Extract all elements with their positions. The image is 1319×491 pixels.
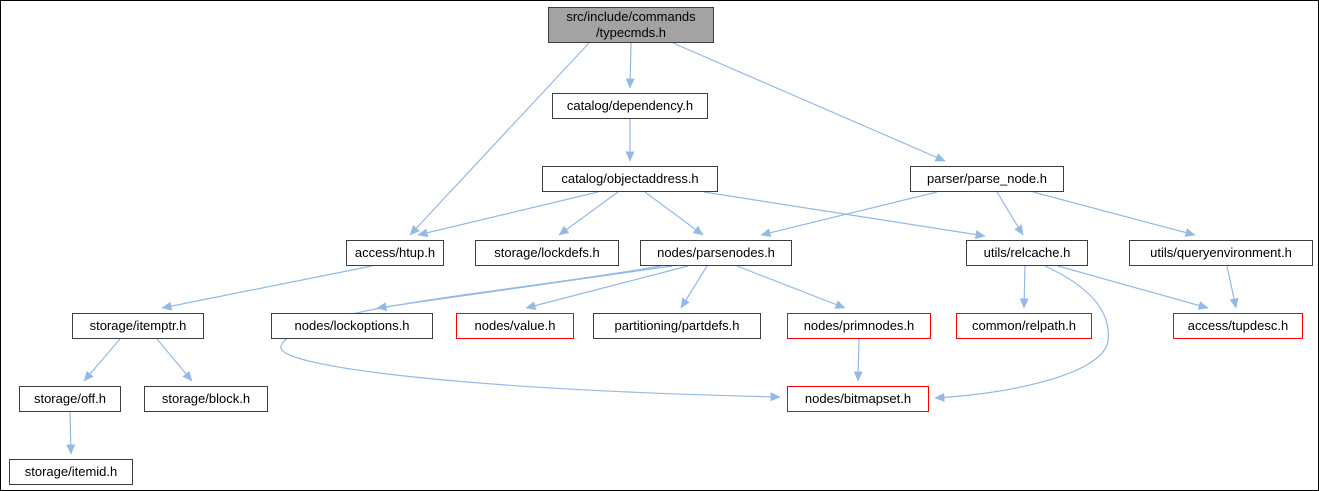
edge-queryenvironment-tupdesc [1226, 265, 1239, 309]
graph-node-itemptr[interactable]: storage/itemptr.h [72, 313, 204, 339]
edge-relcache-bitmapset [934, 265, 1109, 402]
edge-parse_node-queryenvironment [1032, 191, 1196, 237]
edge-objectaddress-htup [417, 191, 599, 238]
edge-parse_node-parsenodes [760, 191, 938, 238]
graph-node-relcache[interactable]: utils/relcache.h [966, 240, 1088, 266]
edge-parsenodes-partdefs [680, 265, 708, 309]
edge-objectaddress-parsenodes [644, 191, 704, 236]
edge-parsenodes-primnodes [736, 265, 846, 309]
graph-node-block[interactable]: storage/block.h [144, 386, 268, 412]
edge-itemptr-off [83, 338, 121, 382]
graph-node-parse_node[interactable]: parser/parse_node.h [910, 166, 1064, 192]
edge-parsenodes-value [525, 265, 689, 310]
graph-node-typecmds[interactable]: src/include/commands /typecmds.h [548, 7, 714, 43]
edge-relcache-tupdesc [1057, 265, 1209, 310]
graph-node-lockoptions[interactable]: nodes/lockoptions.h [271, 313, 433, 339]
graph-node-relpath[interactable]: common/relpath.h [956, 313, 1092, 339]
edge-typecmds-htup [409, 42, 590, 236]
edge-itemptr-block [156, 338, 193, 382]
graph-node-lockdefs[interactable]: storage/lockdefs.h [475, 240, 619, 266]
edge-primnodes-bitmapset [853, 338, 863, 382]
graph-node-tupdesc[interactable]: access/tupdesc.h [1173, 313, 1303, 339]
edge-parse_node-relcache [996, 191, 1024, 236]
edge-typecmds-dependency [625, 42, 635, 89]
edge-typecmds-parse_node [672, 42, 946, 162]
graph-node-htup[interactable]: access/htup.h [346, 240, 444, 266]
edge-htup-itemptr [161, 265, 373, 311]
edge-relcache-relpath [1019, 265, 1029, 309]
edge-parsenodes-bitmapset [280, 265, 781, 402]
graph-node-queryenvironment[interactable]: utils/queryenvironment.h [1129, 240, 1313, 266]
graph-node-itemid[interactable]: storage/itemid.h [9, 459, 133, 485]
graph-node-objectaddress[interactable]: catalog/objectaddress.h [542, 166, 718, 192]
graph-node-parsenodes[interactable]: nodes/parsenodes.h [640, 240, 792, 266]
graph-node-dependency[interactable]: catalog/dependency.h [552, 93, 708, 119]
graph-node-value[interactable]: nodes/value.h [456, 313, 574, 339]
graph-node-partdefs[interactable]: partitioning/partdefs.h [593, 313, 761, 339]
graph-node-bitmapset[interactable]: nodes/bitmapset.h [787, 386, 929, 412]
edge-objectaddress-lockdefs [558, 191, 619, 236]
graph-node-primnodes[interactable]: nodes/primnodes.h [787, 313, 931, 339]
graph-node-off[interactable]: storage/off.h [19, 386, 121, 412]
edge-off-itemid [66, 411, 76, 455]
